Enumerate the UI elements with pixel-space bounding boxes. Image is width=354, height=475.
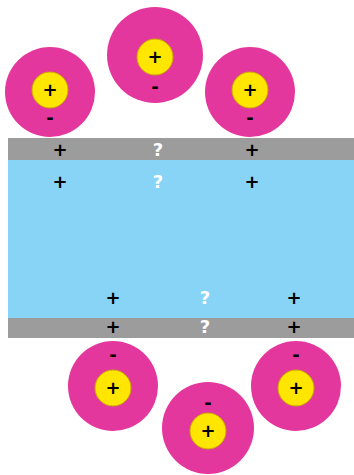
circle-shape [278, 370, 314, 406]
charge-sign: + [42, 81, 57, 99]
charge-sign: + [244, 173, 259, 191]
circle-shape [5, 47, 95, 137]
charge-sign: - [46, 109, 53, 127]
charge-sign: + [52, 141, 67, 159]
charge-sign: + [147, 48, 162, 66]
circle-shape [251, 341, 341, 431]
charge-sign: + [288, 379, 303, 397]
charge-sign: - [246, 109, 253, 127]
charge-sign: - [204, 394, 211, 412]
charge-sign: + [200, 422, 215, 440]
circle-shape [95, 370, 131, 406]
charge-sign: - [292, 346, 299, 364]
charge-sign: + [286, 318, 301, 336]
membrane-interior: +? + +? + [8, 160, 354, 318]
charge-sign: ? [153, 173, 163, 191]
charge-sign: + [286, 289, 301, 307]
charge-sign: + [105, 289, 120, 307]
charge-sign: - [151, 78, 158, 96]
ion-particle: +- [5, 47, 95, 137]
ion-particle: +- [107, 7, 203, 103]
ion-particle: +- [205, 47, 295, 137]
charge-sign: + [242, 81, 257, 99]
circle-shape [32, 72, 68, 108]
charge-sign: ? [153, 141, 163, 159]
circle-shape [107, 7, 203, 103]
charge-sign: + [52, 173, 67, 191]
circle-shape [190, 413, 226, 449]
ion-particle: -+ [162, 382, 254, 474]
membrane-surface: +? + [8, 138, 354, 160]
charge-sign: ? [200, 318, 210, 336]
charge-sign: - [109, 346, 116, 364]
ion-particle: -+ [68, 341, 158, 431]
charge-sign: + [105, 379, 120, 397]
charge-sign: + [244, 141, 259, 159]
circle-shape [162, 382, 254, 474]
ion-particle: -+ [251, 341, 341, 431]
circle-shape [232, 72, 268, 108]
circle-shape [68, 341, 158, 431]
charge-sign: ? [200, 289, 210, 307]
circle-shape [205, 47, 295, 137]
circle-shape [137, 39, 173, 75]
membrane-surface: +? + [8, 318, 354, 338]
charge-sign: + [105, 318, 120, 336]
